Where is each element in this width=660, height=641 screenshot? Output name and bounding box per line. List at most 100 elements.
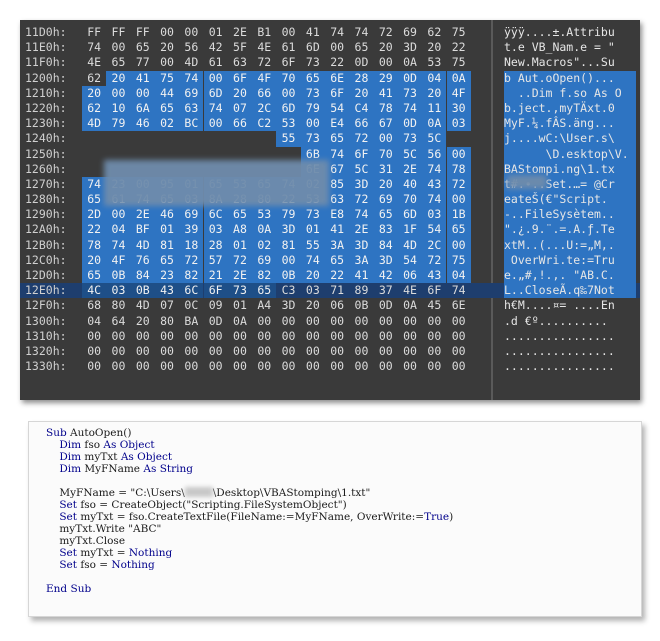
hex-byte[interactable]: 07 bbox=[160, 298, 174, 313]
hex-byte[interactable]: 69 bbox=[373, 192, 398, 208]
hex-byte[interactable]: 00 bbox=[378, 313, 393, 328]
hex-byte[interactable]: 00 bbox=[208, 343, 223, 358]
hex-byte[interactable]: 75 bbox=[446, 252, 471, 269]
hex-byte[interactable]: 00 bbox=[427, 343, 442, 358]
hex-byte[interactable]: 00 bbox=[378, 328, 393, 343]
hex-byte[interactable]: 00 bbox=[403, 343, 417, 358]
hex-byte[interactable]: 6F bbox=[325, 85, 350, 101]
hex-byte[interactable]: 3D bbox=[349, 237, 374, 253]
hex-byte[interactable]: 00 bbox=[233, 359, 247, 374]
hex-byte[interactable]: 0A bbox=[233, 313, 247, 328]
hex-byte[interactable]: 00 bbox=[373, 131, 398, 147]
hex-byte[interactable]: 74 bbox=[179, 70, 204, 86]
hex-byte[interactable]: BC bbox=[179, 116, 204, 132]
hex-byte[interactable]: 0B bbox=[106, 268, 131, 284]
hex-byte[interactable]: 80 bbox=[111, 298, 126, 313]
hex-byte[interactable]: 22 bbox=[451, 40, 466, 55]
hex-byte[interactable]: 03 bbox=[106, 283, 131, 299]
hex-byte[interactable]: 00 bbox=[427, 359, 442, 374]
hex-byte[interactable]: 69 bbox=[179, 85, 204, 101]
hex-byte[interactable]: 61 bbox=[281, 40, 296, 55]
hex-byte[interactable]: 2E bbox=[130, 207, 155, 223]
hex-byte[interactable]: 65 bbox=[373, 207, 398, 223]
hex-byte[interactable]: 00 bbox=[354, 359, 369, 374]
hex-byte[interactable]: 00 bbox=[257, 343, 272, 358]
hex-byte[interactable]: 20 bbox=[300, 268, 325, 284]
hex-byte[interactable]: 70 bbox=[373, 146, 398, 162]
hex-byte[interactable]: 4F bbox=[446, 85, 471, 101]
hex-byte[interactable]: 00 bbox=[330, 359, 345, 374]
hex-byte[interactable]: 54 bbox=[325, 100, 350, 117]
hex-byte[interactable]: 74 bbox=[325, 146, 350, 162]
hex-byte[interactable]: 53 bbox=[276, 116, 301, 132]
hex-byte[interactable]: 62 bbox=[427, 25, 442, 39]
code-line[interactable]: MyFName = "C:\Users\\Desktop\VBAStomping… bbox=[46, 487, 371, 499]
code-line[interactable] bbox=[46, 571, 453, 583]
hex-byte[interactable]: 20 bbox=[160, 40, 174, 55]
hex-byte[interactable]: 00 bbox=[208, 328, 223, 343]
hex-byte[interactable]: 00 bbox=[203, 70, 228, 86]
hex-byte[interactable]: 00 bbox=[446, 192, 471, 208]
hex-byte[interactable]: 00 bbox=[184, 328, 199, 343]
hex-byte[interactable]: 20 bbox=[378, 40, 393, 55]
hex-byte[interactable]: 74 bbox=[82, 176, 107, 193]
hex-byte[interactable]: 75 bbox=[154, 70, 180, 86]
hex-byte[interactable]: 6C bbox=[203, 207, 228, 223]
hex-byte[interactable]: 00 bbox=[378, 359, 393, 374]
hex-byte[interactable]: FF bbox=[111, 25, 126, 39]
hex-byte[interactable]: 6C bbox=[179, 283, 204, 299]
hex-byte[interactable]: 03 bbox=[446, 116, 471, 132]
hex-byte[interactable]: 69 bbox=[179, 207, 204, 223]
hex-byte[interactable]: 2C bbox=[422, 237, 447, 253]
hex-byte[interactable]: 82 bbox=[179, 268, 204, 284]
hex-byte[interactable]: 74 bbox=[422, 192, 447, 208]
hex-byte[interactable]: 70 bbox=[397, 192, 423, 208]
code-line[interactable]: Sub AutoOpen() bbox=[46, 427, 132, 439]
hex-byte[interactable]: 00 bbox=[281, 313, 296, 328]
hex-ascii[interactable]: OverWri.te:=Tru bbox=[504, 252, 636, 269]
hex-byte[interactable]: 73 bbox=[300, 85, 325, 101]
hex-byte[interactable]: 70 bbox=[276, 70, 301, 86]
hex-byte[interactable]: 00 bbox=[330, 40, 345, 55]
hex-byte[interactable]: 72 bbox=[257, 55, 272, 70]
hex-byte[interactable]: 0A bbox=[446, 70, 471, 86]
hex-ascii[interactable]: ÿÿÿ....±.Attribu bbox=[504, 25, 615, 39]
hex-byte[interactable]: 03 bbox=[203, 222, 228, 238]
hex-byte[interactable]: 75 bbox=[451, 55, 466, 70]
hex-byte[interactable]: 04 bbox=[87, 313, 102, 328]
hex-byte[interactable]: 54 bbox=[422, 222, 447, 238]
hex-byte[interactable]: 00 bbox=[257, 328, 272, 343]
hex-byte[interactable]: 65 bbox=[154, 252, 180, 269]
hex-byte[interactable]: C2 bbox=[252, 116, 277, 132]
hex-ascii[interactable]: ................ bbox=[504, 328, 615, 343]
hex-byte[interactable]: C3 bbox=[281, 283, 296, 298]
hex-byte[interactable]: 85 bbox=[325, 176, 350, 193]
hex-byte[interactable]: 54 bbox=[397, 252, 423, 269]
hex-byte[interactable]: 79 bbox=[106, 116, 131, 132]
hex-byte[interactable]: 01 bbox=[208, 25, 223, 39]
hex-byte[interactable]: 84 bbox=[373, 237, 398, 253]
hex-byte[interactable]: 00 bbox=[111, 359, 126, 374]
hex-byte[interactable]: 75 bbox=[451, 25, 466, 39]
hex-byte[interactable]: 56 bbox=[422, 146, 447, 162]
hex-byte[interactable]: 00 bbox=[354, 313, 369, 328]
hex-byte[interactable]: 41 bbox=[305, 25, 320, 39]
hex-byte[interactable]: 6D bbox=[276, 100, 301, 117]
hex-byte[interactable]: 79 bbox=[276, 207, 301, 223]
hex-byte[interactable]: 00 bbox=[281, 25, 296, 39]
hex-byte[interactable]: 0C bbox=[184, 298, 199, 313]
hex-byte[interactable]: 63 bbox=[325, 192, 350, 208]
hex-byte[interactable]: 4E bbox=[87, 55, 102, 70]
hex-byte[interactable]: 00 bbox=[305, 343, 320, 358]
hex-byte[interactable]: E8 bbox=[325, 207, 350, 223]
hex-byte[interactable]: 4D bbox=[82, 116, 107, 132]
code-line[interactable]: End Sub bbox=[46, 583, 92, 595]
hex-byte[interactable]: 20 bbox=[427, 40, 442, 55]
hex-byte[interactable]: 01 bbox=[233, 298, 247, 313]
hex-byte[interactable]: 3A bbox=[325, 237, 350, 253]
